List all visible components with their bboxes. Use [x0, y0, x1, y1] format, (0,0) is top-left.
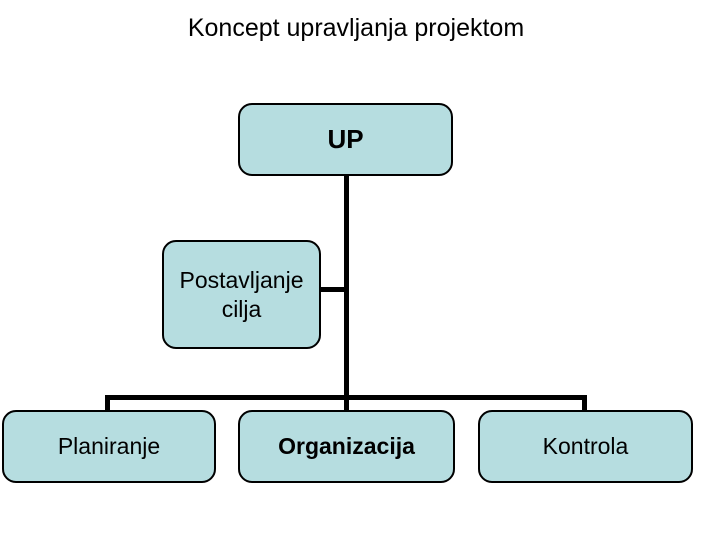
node-planiranje[interactable]: Planiranje: [2, 410, 216, 483]
slide-title: Koncept upravljanja projektom: [187, 14, 525, 42]
node-postavljanje-cilja[interactable]: Postavljanje cilja: [162, 240, 321, 349]
connector-trunk-vertical: [344, 172, 349, 412]
node-organizacija[interactable]: Organizacija: [238, 410, 455, 483]
node-kontrola-label: Kontrola: [542, 433, 629, 460]
node-postavljanje-cilja-label: Postavljanje cilja: [179, 267, 304, 322]
node-up[interactable]: UP: [238, 103, 453, 176]
node-up-label: UP: [327, 123, 364, 154]
connector-drop-planning: [105, 395, 110, 413]
connector-goal-horizontal: [318, 287, 346, 292]
connector-drop-control: [582, 395, 587, 413]
connector-distribution-bar: [105, 395, 587, 400]
node-organizacija-label: Organizacija: [278, 433, 415, 460]
node-planiranje-label: Planiranje: [57, 433, 161, 460]
node-kontrola[interactable]: Kontrola: [478, 410, 693, 483]
